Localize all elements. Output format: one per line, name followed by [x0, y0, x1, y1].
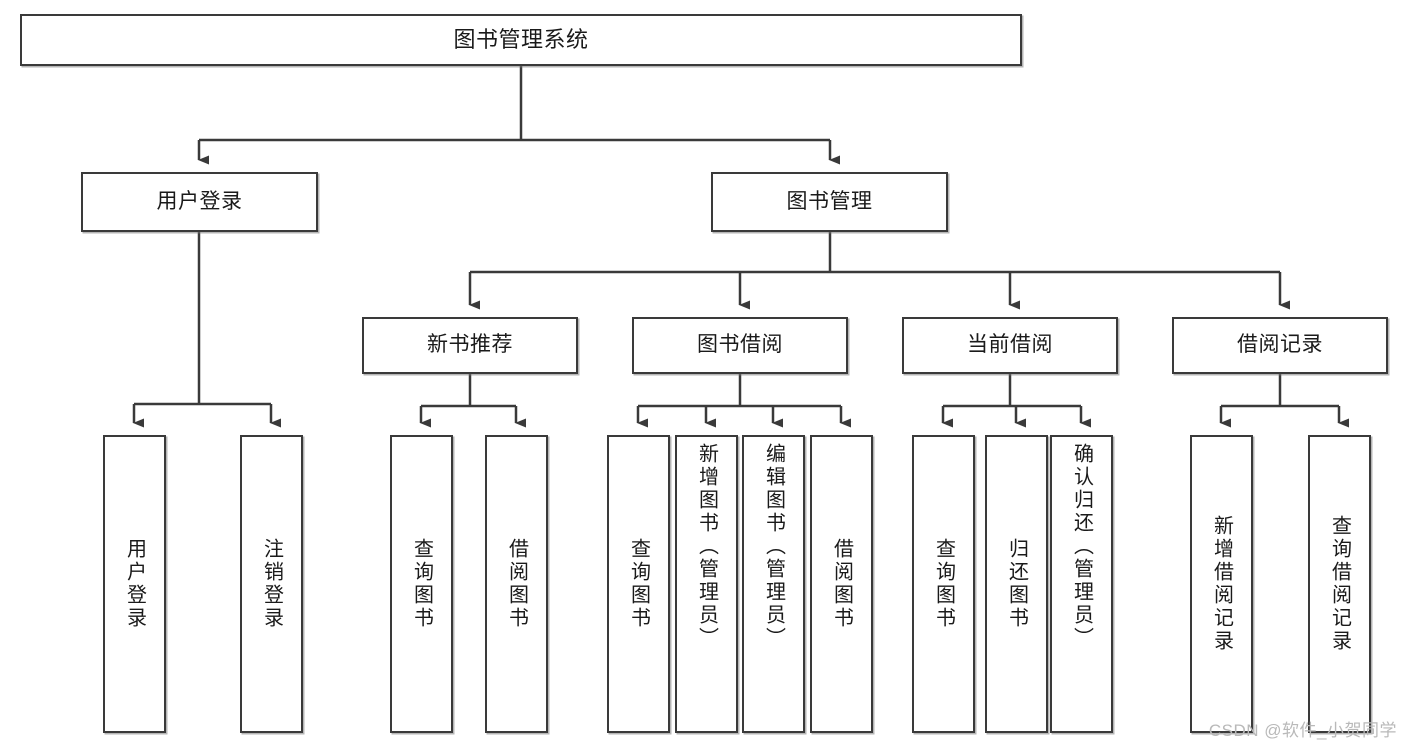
edge-book-borrow-to-leaves: [636, 374, 851, 428]
edge-book-management-to-level2: [468, 232, 1290, 310]
node-leaf-add-book-admin[interactable]: 新增图书（管理员）: [675, 435, 738, 733]
node-leaf-borrow-book-recommend-label: 借阅图书: [505, 538, 528, 630]
node-leaf-query-book-borrow-label: 查询图书: [627, 538, 650, 630]
node-user-login-label: 用户登录: [156, 189, 243, 213]
node-book-borrow-label: 图书借阅: [697, 333, 783, 357]
node-leaf-query-book-recommend-label: 查询图书: [410, 538, 433, 630]
edge-user-login-to-leaves: [132, 232, 281, 428]
node-leaf-query-borrow-record-label: 查询借阅记录: [1328, 515, 1351, 653]
node-leaf-return-book-label: 归还图书: [1005, 538, 1028, 630]
edge-current-borrow-to-leaves: [941, 374, 1091, 428]
node-leaf-user-login[interactable]: 用户登录: [103, 435, 166, 733]
node-book-management[interactable]: 图书管理: [711, 172, 948, 232]
node-borrow-record[interactable]: 借阅记录: [1172, 317, 1388, 374]
node-leaf-edit-book-admin-label: 编辑图书（管理员）: [762, 443, 785, 650]
node-leaf-borrow-book[interactable]: 借阅图书: [810, 435, 873, 733]
node-new-book-recommend[interactable]: 新书推荐: [362, 317, 578, 374]
node-leaf-borrow-book-recommend[interactable]: 借阅图书: [485, 435, 548, 733]
node-leaf-confirm-return-admin-label: 确认归还（管理员）: [1070, 443, 1093, 650]
node-leaf-add-borrow-record[interactable]: 新增借阅记录: [1190, 435, 1253, 733]
node-user-login[interactable]: 用户登录: [81, 172, 318, 232]
node-root[interactable]: 图书管理系统: [20, 14, 1022, 66]
node-borrow-record-label: 借阅记录: [1237, 333, 1323, 357]
node-leaf-borrow-book-label: 借阅图书: [830, 538, 853, 630]
node-leaf-query-book-current[interactable]: 查询图书: [912, 435, 975, 733]
node-book-management-label: 图书管理: [786, 189, 873, 213]
edge-root-to-level1: [197, 66, 840, 165]
node-leaf-logout-login-label: 注销登录: [260, 538, 283, 630]
edge-new-book-recommend-to-leaves: [419, 374, 526, 428]
node-leaf-return-book[interactable]: 归还图书: [985, 435, 1048, 733]
node-leaf-confirm-return-admin[interactable]: 确认归还（管理员）: [1050, 435, 1113, 733]
node-leaf-add-book-admin-label: 新增图书（管理员）: [695, 443, 718, 650]
node-leaf-query-book-recommend[interactable]: 查询图书: [390, 435, 453, 733]
node-leaf-add-borrow-record-label: 新增借阅记录: [1210, 515, 1233, 653]
edge-borrow-record-to-leaves: [1219, 374, 1349, 428]
node-leaf-query-book-borrow[interactable]: 查询图书: [607, 435, 670, 733]
node-leaf-query-book-current-label: 查询图书: [932, 538, 955, 630]
node-leaf-user-login-label: 用户登录: [123, 538, 146, 630]
node-new-book-recommend-label: 新书推荐: [427, 333, 513, 357]
watermark: CSDN @软件_小贺同学: [1208, 721, 1397, 740]
node-leaf-edit-book-admin[interactable]: 编辑图书（管理员）: [742, 435, 805, 733]
node-root-label: 图书管理系统: [453, 27, 589, 53]
node-current-borrow[interactable]: 当前借阅: [902, 317, 1118, 374]
node-leaf-query-borrow-record[interactable]: 查询借阅记录: [1308, 435, 1371, 733]
node-leaf-logout-login[interactable]: 注销登录: [240, 435, 303, 733]
node-current-borrow-label: 当前借阅: [967, 333, 1053, 357]
node-book-borrow[interactable]: 图书借阅: [632, 317, 848, 374]
